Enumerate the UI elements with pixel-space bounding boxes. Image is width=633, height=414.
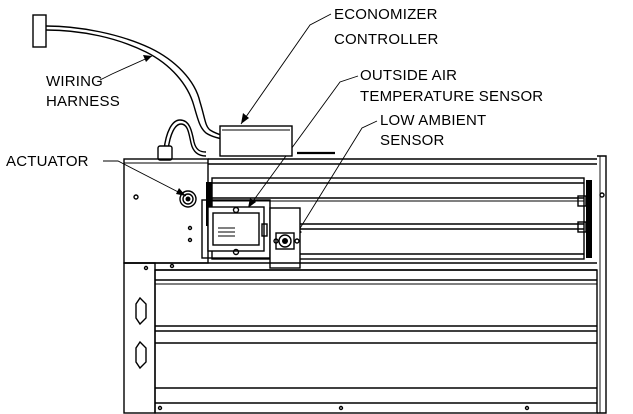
arrow-wiring xyxy=(143,55,152,62)
label-actuator: ACTUATOR xyxy=(6,153,89,170)
actuator xyxy=(179,190,197,208)
upper-damper-frame xyxy=(211,177,585,260)
label-economizer-line1: ECONOMIZER xyxy=(334,6,438,23)
left-panel-hole-3 xyxy=(187,237,193,243)
harness-connector xyxy=(157,145,173,161)
actuator-mid xyxy=(182,193,194,205)
right-vent-block xyxy=(586,180,592,258)
lower-left-hole xyxy=(143,265,149,271)
lower-damper-frame xyxy=(154,269,598,414)
leader-outside-air xyxy=(247,75,359,209)
bottom-hole-3 xyxy=(157,405,163,411)
controller-box xyxy=(219,125,293,157)
las-side-screw-2 xyxy=(294,238,300,244)
lower-left-handle-1 xyxy=(135,296,147,326)
label-wiring-line2: HARNESS xyxy=(46,93,120,110)
leader-economizer xyxy=(240,13,332,125)
right-latch-bottom xyxy=(577,221,587,233)
low-ambient-sensor xyxy=(269,207,301,269)
label-wiring-line1: WIRING xyxy=(46,73,103,90)
arrow-actuator xyxy=(176,188,186,196)
actuator-hub xyxy=(185,196,191,202)
harness-wire-2 xyxy=(45,29,231,141)
leader-low-ambient xyxy=(293,120,378,239)
label-economizer-line2: CONTROLLER xyxy=(334,31,439,48)
economizer-controller xyxy=(219,125,335,157)
label-outside-air-line2: TEMPERATURE SENSOR xyxy=(360,88,543,105)
leader-wiring xyxy=(99,55,153,81)
arrow-economizer xyxy=(241,113,249,124)
right-side-panel xyxy=(597,155,607,414)
leader-lines xyxy=(99,13,378,239)
label-outside-air-line1: OUTSIDE AIR xyxy=(360,67,457,84)
oat-terminal xyxy=(261,223,268,237)
harness-loop-outer xyxy=(163,119,207,153)
bottom-hole-2 xyxy=(524,405,530,411)
las-ring xyxy=(278,234,292,248)
oat-screw-top xyxy=(232,206,240,214)
left-panel-hole-2 xyxy=(187,225,193,231)
right-panel-hole xyxy=(599,192,605,198)
harness-loop-inner xyxy=(167,123,207,157)
harness-plug xyxy=(32,14,47,48)
outside-air-sensor xyxy=(201,199,271,259)
harness-wire-1 xyxy=(45,25,231,139)
oat-screw-bottom xyxy=(232,248,240,256)
lower-left-panel xyxy=(123,262,156,414)
las-core xyxy=(282,238,288,244)
lower-left-handle-2 xyxy=(135,340,147,370)
left-panel-hole xyxy=(133,194,139,200)
actuator-outer xyxy=(179,190,197,208)
las-body xyxy=(275,232,295,250)
label-low-ambient-line1: LOW AMBIENT xyxy=(380,112,486,129)
economizer-unit xyxy=(123,155,607,414)
left-upper-panel xyxy=(123,158,209,264)
bottom-hole-1 xyxy=(338,405,344,411)
leader-actuator xyxy=(103,160,187,197)
las-side-screw xyxy=(273,238,279,244)
wiring-harness xyxy=(32,14,231,161)
mid-rail-hole xyxy=(169,263,175,269)
label-low-ambient-line2: SENSOR xyxy=(380,132,445,149)
left-vent-block xyxy=(206,182,212,226)
